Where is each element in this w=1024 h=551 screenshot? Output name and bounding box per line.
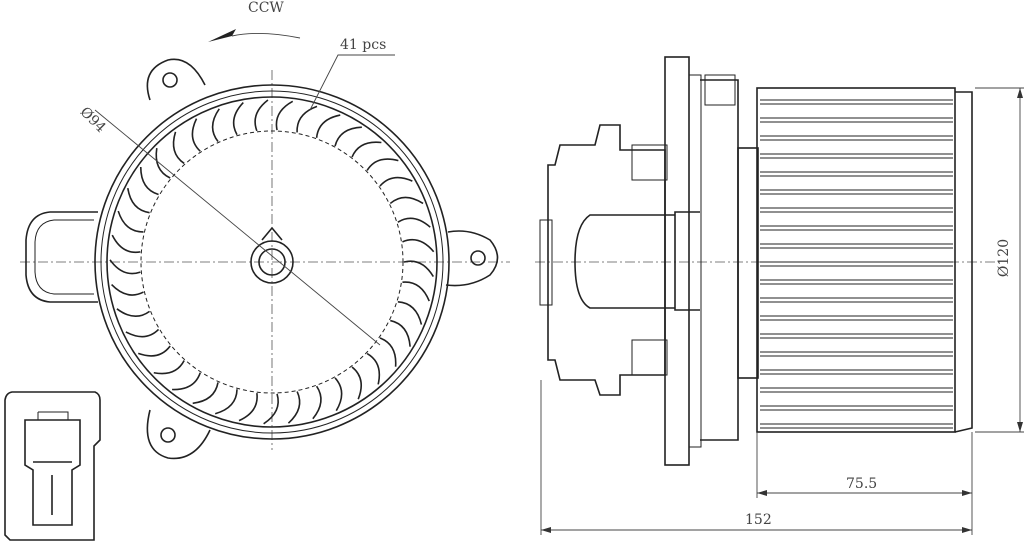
blade: [366, 352, 381, 385]
wheel-length-label: 75.5: [846, 476, 878, 492]
wheel-blade-line: [760, 261, 953, 267]
housing-outer-ring: [94, 84, 450, 440]
blade-count-leader: [309, 54, 395, 111]
blades: [109, 99, 435, 425]
wheel-blade-line: [760, 369, 953, 375]
blade: [116, 308, 151, 317]
blade: [117, 210, 144, 233]
blade: [137, 345, 171, 357]
blade: [334, 126, 362, 147]
blade: [125, 328, 160, 338]
wheel-blade-line: [760, 171, 953, 177]
blade: [296, 105, 318, 133]
blade: [379, 337, 397, 367]
mount-tab-right: [445, 230, 499, 287]
front-view: [20, 29, 510, 460]
wheel-blade-line: [760, 333, 953, 339]
side-connector: [25, 211, 98, 303]
side-view: [535, 56, 1024, 535]
blade-count-label: 41 pcs: [340, 37, 387, 53]
wheel-blade-line: [760, 279, 953, 285]
wheel-blade-line: [760, 297, 953, 303]
blade: [155, 147, 171, 179]
rotation-arrowhead: [208, 29, 236, 42]
wheel-blade-line: [760, 423, 953, 429]
diameter-leader: [94, 109, 381, 346]
blade: [139, 167, 159, 196]
blade: [214, 389, 238, 415]
motor-body: [574, 214, 675, 309]
blade: [389, 196, 424, 205]
blade: [315, 114, 341, 138]
wheel-blade-line: [760, 243, 953, 249]
blade: [232, 102, 244, 136]
blade: [153, 360, 185, 375]
mount-hole-right: [470, 250, 486, 266]
mount-tab-bottom: [146, 409, 211, 460]
scroll-housing-edge: [700, 79, 739, 441]
blade: [334, 377, 343, 412]
blade: [379, 176, 413, 187]
housing-diameter-label: Ø120: [996, 238, 1013, 278]
blade: [351, 141, 382, 158]
blade-inner-circle: [140, 130, 404, 394]
wheel-blade-line: [760, 351, 953, 357]
wheel-blade-line: [760, 189, 953, 195]
blade: [172, 131, 185, 165]
rotation-arrow: [231, 32, 301, 39]
blade: [275, 100, 294, 131]
blade: [366, 158, 399, 171]
blade: [192, 382, 219, 405]
blade: [111, 234, 141, 254]
wheel-blade-line: [760, 207, 953, 213]
wheel-blade-line: [760, 117, 953, 123]
blade: [312, 385, 322, 420]
blade: [402, 238, 435, 253]
blade: [390, 319, 411, 347]
blade: [127, 188, 150, 214]
wheel-blade-line: [760, 225, 953, 231]
blade: [111, 284, 144, 296]
blade: [351, 366, 363, 400]
blower-wheel: [756, 87, 973, 433]
blade: [263, 393, 279, 425]
wheel-blade-line: [760, 135, 953, 141]
mount-hole-top: [162, 72, 178, 88]
mount-flange: [664, 56, 690, 466]
overall-length-label: 152: [745, 512, 772, 528]
blade: [211, 108, 220, 143]
blade: [172, 372, 202, 391]
blade: [397, 217, 431, 228]
connector-detail: [4, 391, 101, 541]
blade: [287, 391, 301, 424]
wheel-blade-line: [760, 405, 953, 411]
wheel-blade-line: [760, 315, 953, 321]
mount-tab-top: [146, 58, 206, 101]
blade: [254, 99, 269, 132]
rotation-label: CCW: [248, 0, 284, 16]
wheel-blade-line: [760, 99, 953, 105]
blade: [403, 260, 435, 277]
blade: [191, 118, 201, 152]
blade: [402, 281, 430, 302]
wheel-blade-line: [760, 153, 953, 159]
blade: [238, 393, 258, 422]
motor-end-cap: [547, 124, 666, 396]
wheel-blade-line: [760, 387, 953, 393]
blade: [397, 301, 423, 325]
blade: [109, 259, 141, 275]
hub: [250, 240, 294, 284]
mount-hole-bottom: [160, 427, 176, 443]
